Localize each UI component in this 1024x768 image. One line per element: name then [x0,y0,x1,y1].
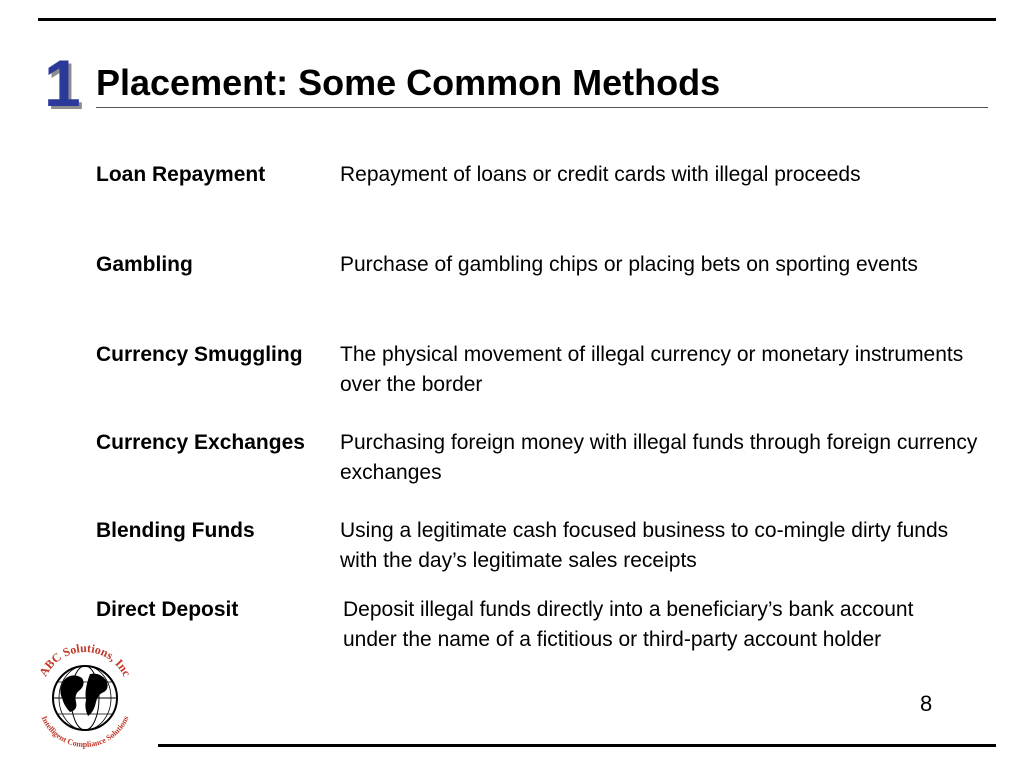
method-term-direct-deposit: Direct Deposit [96,598,239,621]
method-term-gambling: Gambling [96,253,193,276]
page-number: 8 [920,691,933,716]
title-underline [96,107,988,108]
method-desc-currency-exchanges: Purchasing foreign money with illegal fu… [340,431,978,484]
slide-section-number: 1 [44,46,81,120]
method-term-currency-smuggling: Currency Smuggling [96,343,303,366]
method-desc-gambling: Purchase of gambling chips or placing be… [340,253,918,276]
method-term-loan-repayment: Loan Repayment [96,163,266,186]
bottom-rule [158,744,996,747]
method-desc-currency-smuggling: The physical movement of illegal currenc… [340,343,964,396]
slide-title: Placement: Some Common Methods [96,62,721,103]
top-rule [38,18,996,21]
method-desc-blending-funds: Using a legitimate cash focused business… [340,519,949,572]
globe-icon [52,665,118,731]
method-desc-loan-repayment: Repayment of loans or credit cards with … [340,163,861,186]
method-term-blending-funds: Blending Funds [96,519,255,542]
method-desc-direct-deposit: Deposit illegal funds directly into a be… [343,598,914,651]
company-logo: ABC Solutions, Inc Intelligent Complianc… [36,641,134,749]
method-term-currency-exchanges: Currency Exchanges [96,431,305,454]
